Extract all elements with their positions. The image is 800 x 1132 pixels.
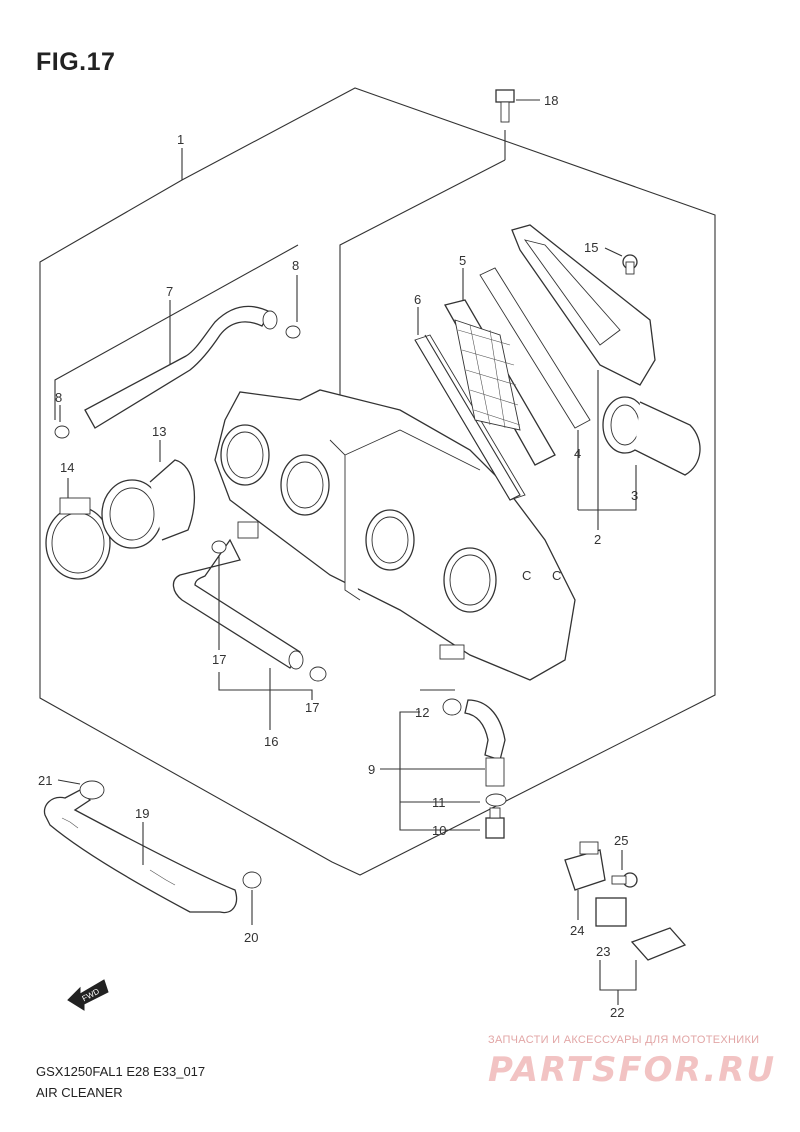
clamp-part-12 [442, 698, 462, 716]
watermark-logo: PARTSFOR.RU [488, 1050, 777, 1090]
clamp-part-8-upper [285, 325, 301, 339]
callout-25: 25 [614, 833, 628, 848]
breather-hose-part-19 [43, 789, 238, 914]
callout-19: 19 [135, 806, 149, 821]
bracket-part-24 [564, 841, 606, 891]
drain-hose-part-9 [464, 699, 506, 787]
gasket-part-4 [479, 267, 591, 429]
callout-14: 14 [60, 460, 74, 475]
callout-13: 13 [152, 424, 166, 439]
relay-part-22 [630, 927, 687, 961]
air-cleaner-housing: C C [214, 389, 576, 681]
bolt-part-18 [495, 89, 515, 123]
callout-7: 7 [166, 284, 173, 299]
callout-12: 12 [415, 705, 429, 720]
forward-direction-arrow: FWD [67, 979, 109, 1011]
callout-5: 5 [459, 253, 466, 268]
callout-24: 24 [570, 923, 584, 938]
model-code: GSX1250FAL1 E28 E33_017 [36, 1064, 206, 1079]
filter-element-part-5 [444, 299, 556, 466]
callout-18: 18 [544, 93, 558, 108]
callout-8-lower: 8 [55, 390, 62, 405]
callout-23: 23 [596, 944, 610, 959]
callout-11: 11 [432, 795, 446, 810]
callout-8-upper: 8 [292, 258, 299, 273]
callout-15: 15 [584, 240, 598, 255]
callout-3: 3 [631, 488, 638, 503]
callout-6: 6 [414, 292, 421, 307]
screw-part-25 [611, 872, 638, 888]
callout-16: 16 [264, 734, 278, 749]
callout-17-lower: 17 [305, 700, 319, 715]
clamp-part-21 [79, 780, 105, 800]
funnel-part-3 [602, 396, 701, 476]
svg-text:C: C [552, 568, 561, 583]
assembly-outline [39, 87, 716, 876]
callout-2: 2 [594, 532, 601, 547]
callout-17-upper: 17 [212, 652, 226, 667]
clamp-part-17-lower [309, 666, 327, 682]
clamp-part-11 [485, 793, 507, 807]
callout-1: 1 [177, 132, 184, 147]
plug-part-10 [485, 807, 505, 839]
figure-title: FIG.17 [36, 48, 116, 76]
clamp-part-17-upper [211, 540, 227, 554]
clamp-part-8-lower [54, 425, 70, 439]
cover-part-2 [511, 224, 656, 386]
hose-part-16 [172, 538, 301, 669]
svg-text:C: C [522, 568, 531, 583]
callout-22: 22 [610, 1005, 624, 1020]
callout-10: 10 [432, 823, 446, 838]
watermark-caption: ЗАПЧАСТИ И АКСЕССУАРЫ ДЛЯ МОТОТЕХНИКИ [488, 1034, 760, 1046]
callout-21: 21 [38, 773, 52, 788]
callout-20: 20 [244, 930, 258, 945]
connector-part-23 [595, 897, 627, 927]
assembly-name: AIR CLEANER [36, 1085, 123, 1100]
screw-part-15 [622, 254, 638, 275]
clamp-part-20 [242, 871, 262, 889]
callout-9: 9 [368, 762, 375, 777]
callout-4: 4 [574, 446, 581, 461]
